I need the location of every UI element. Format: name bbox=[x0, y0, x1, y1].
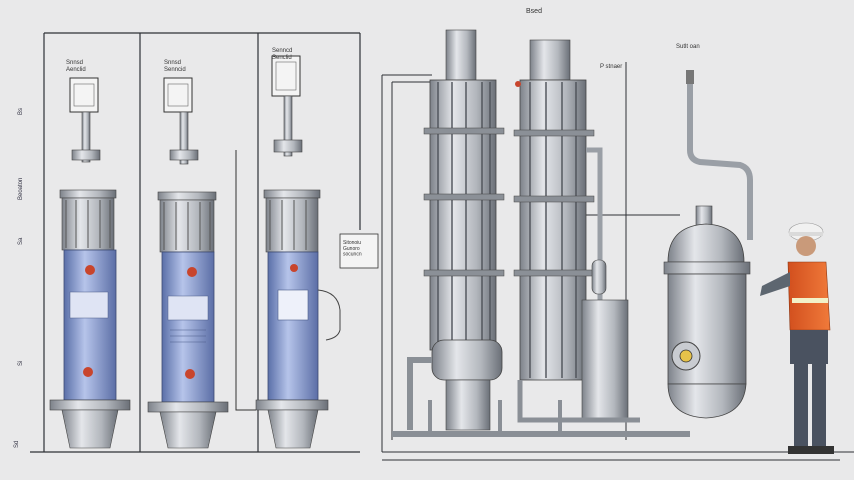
side-label-1: Bs bbox=[18, 108, 24, 115]
side-label-5: Sd bbox=[14, 441, 20, 448]
reactor-tank-2 bbox=[147, 77, 229, 449]
side-label-4: Si bbox=[18, 361, 24, 366]
side-label-2: Beoaton bbox=[18, 178, 24, 200]
reactor-tank-1 bbox=[49, 77, 131, 449]
worker-figure bbox=[760, 222, 834, 454]
label-right: Sutlt oan bbox=[676, 44, 700, 50]
pressure-vessel bbox=[663, 70, 753, 419]
left-panel-frame bbox=[30, 32, 361, 453]
base-piping bbox=[392, 400, 690, 437]
distillation-column-b bbox=[513, 39, 640, 423]
distillation-column-a bbox=[407, 29, 505, 431]
diagram-title: Bsed bbox=[526, 8, 542, 15]
reactor-tank-3 bbox=[235, 55, 341, 449]
label-middle: P stnaer bbox=[600, 64, 622, 70]
side-label-3: Sa bbox=[18, 237, 24, 245]
